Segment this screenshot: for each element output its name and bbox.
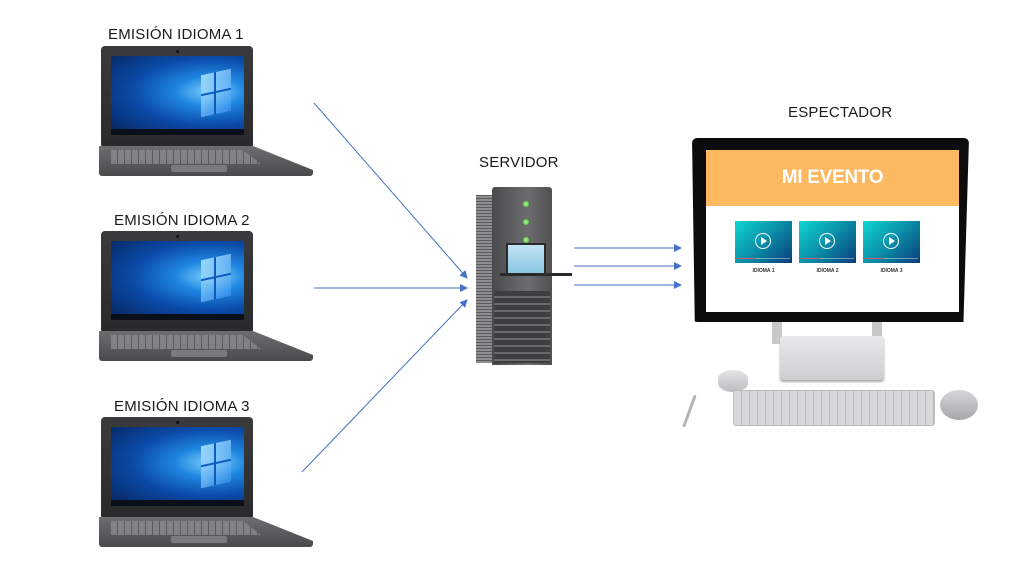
source-label-3: EMISIÓN IDIOMA 3 [114,398,250,415]
monitor-stand-icon [772,322,782,344]
laptop-icon [99,46,313,186]
monitor-stand-icon [872,322,882,344]
video-thumbnail-1[interactable] [735,221,792,263]
laptop-icon [99,231,313,371]
video-thumbnail-3[interactable] [863,221,920,263]
mouse-icon [940,390,978,420]
source-label-2: EMISIÓN IDIOMA 2 [114,212,250,229]
laptop-icon [99,417,313,557]
source-label-1: EMISIÓN IDIOMA 1 [108,26,244,43]
viewer-screen: MI EVENTO IDIOMA 1 IDIOMA 2 IDIOMA 3 [706,150,959,312]
server-label: SERVIDOR [479,154,559,171]
surface-dial-icon [718,370,748,392]
video-label-3: IDIOMA 3 [880,268,903,274]
play-icon[interactable] [755,233,771,249]
server-console-screen [506,243,546,275]
video-label-2: IDIOMA 2 [816,268,839,274]
video-label-1: IDIOMA 1 [752,268,775,274]
play-icon[interactable] [819,233,835,249]
video-thumbnail-2[interactable] [799,221,856,263]
play-icon[interactable] [883,233,899,249]
viewer-label: ESPECTADOR [788,104,893,121]
server-rack-icon [476,187,572,365]
event-banner: MI EVENTO [706,150,959,206]
keyboard-icon [733,390,935,426]
computer-base-icon [780,336,884,380]
event-title: MI EVENTO [781,167,884,188]
arrow-source3-to-server [301,299,468,473]
arrow-source1-to-server [313,102,468,279]
